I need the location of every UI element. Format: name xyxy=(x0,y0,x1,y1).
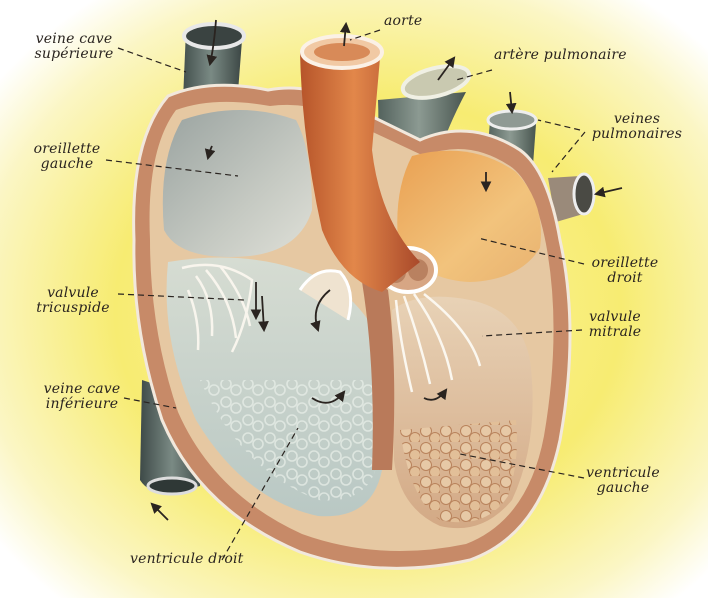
label-valvule-mitrale: valvule mitrale xyxy=(580,310,650,340)
label-line: supérieure xyxy=(24,47,124,62)
label-line: gauche xyxy=(578,481,668,496)
label-line: valvule xyxy=(30,286,116,301)
label-veines-pulmonaires: veines pulmonaires xyxy=(582,112,692,142)
label-line: pulmonaires xyxy=(582,127,692,142)
label-line: ventricule xyxy=(578,466,668,481)
label-line: oreillette xyxy=(580,256,670,271)
label-aorte: aorte xyxy=(384,14,422,29)
label-ventricule-droit: ventricule droit xyxy=(130,552,243,567)
label-line: inférieure xyxy=(34,397,130,412)
label-valvule-tricuspide: valvule tricuspide xyxy=(30,286,116,316)
label-line: gauche xyxy=(26,157,108,172)
label-line: mitrale xyxy=(580,325,650,340)
label-line: tricuspide xyxy=(30,301,116,316)
left-atrium-interior xyxy=(163,110,312,257)
label-ventricule-gauche: ventricule gauche xyxy=(578,466,668,496)
label-line: valvule xyxy=(580,310,650,325)
label-artere-pulmonaire: artère pulmonaire xyxy=(494,48,627,63)
label-oreillette-droit: oreillette droit xyxy=(580,256,670,286)
label-line: veine cave xyxy=(34,382,130,397)
label-oreillette-gauche: oreillette gauche xyxy=(26,142,108,172)
label-line: veines xyxy=(582,112,692,127)
label-line: veine cave xyxy=(24,32,124,47)
label-line: droit xyxy=(580,271,670,286)
label-veine-cave-superieure: veine cave supérieure xyxy=(24,32,124,62)
label-line: oreillette xyxy=(26,142,108,157)
label-veine-cave-inferieure: veine cave inférieure xyxy=(34,382,130,412)
